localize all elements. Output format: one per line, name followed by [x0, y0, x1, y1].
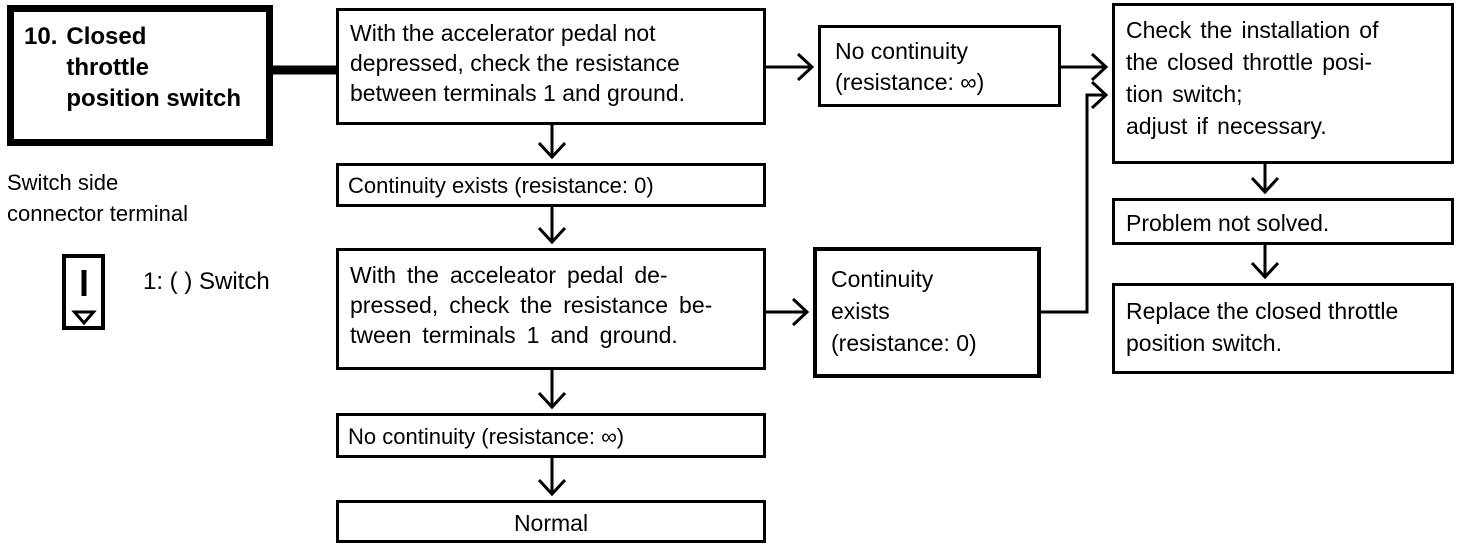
node-branch-continuity-exists: Continuity exists (resistance: 0) — [813, 247, 1041, 378]
node-result-no-continuity: No continuity (resistance: ∞) — [336, 413, 766, 458]
item-number: 10. — [24, 23, 58, 50]
node-step-pedal-depressed: With the acceleator pedal de- pressed, c… — [336, 248, 766, 370]
item-title-box: 10. Closed throttle position switch — [7, 5, 273, 146]
terminal-1-pin-icon — [81, 270, 86, 296]
node-result-continuity-exists: Continuity exists (resistance: 0) — [336, 163, 766, 207]
connector-terminal-icon — [62, 254, 105, 330]
node-step-pedal-not-depressed: With the accelerator pedal not depressed… — [336, 8, 766, 125]
node-problem-not-solved: Problem not solved. — [1112, 198, 1454, 245]
node-branch-no-continuity: No continuity (resistance: ∞) — [818, 25, 1061, 107]
connector-notch-icon — [71, 310, 96, 325]
node-action-check-installation: Check the installation of the closed thr… — [1112, 3, 1454, 164]
node-normal: Normal — [336, 500, 766, 543]
item-title: Closed throttle position switch — [66, 23, 242, 112]
node-action-replace-switch: Replace the closed throttle position swi… — [1112, 283, 1454, 374]
switch-side-connector-label: Switch side connector terminal — [7, 170, 188, 226]
arrow-branch-continuity-to-check — [1041, 80, 1109, 314]
terminal-legend-label: 1: ( ) Switch — [143, 268, 270, 295]
